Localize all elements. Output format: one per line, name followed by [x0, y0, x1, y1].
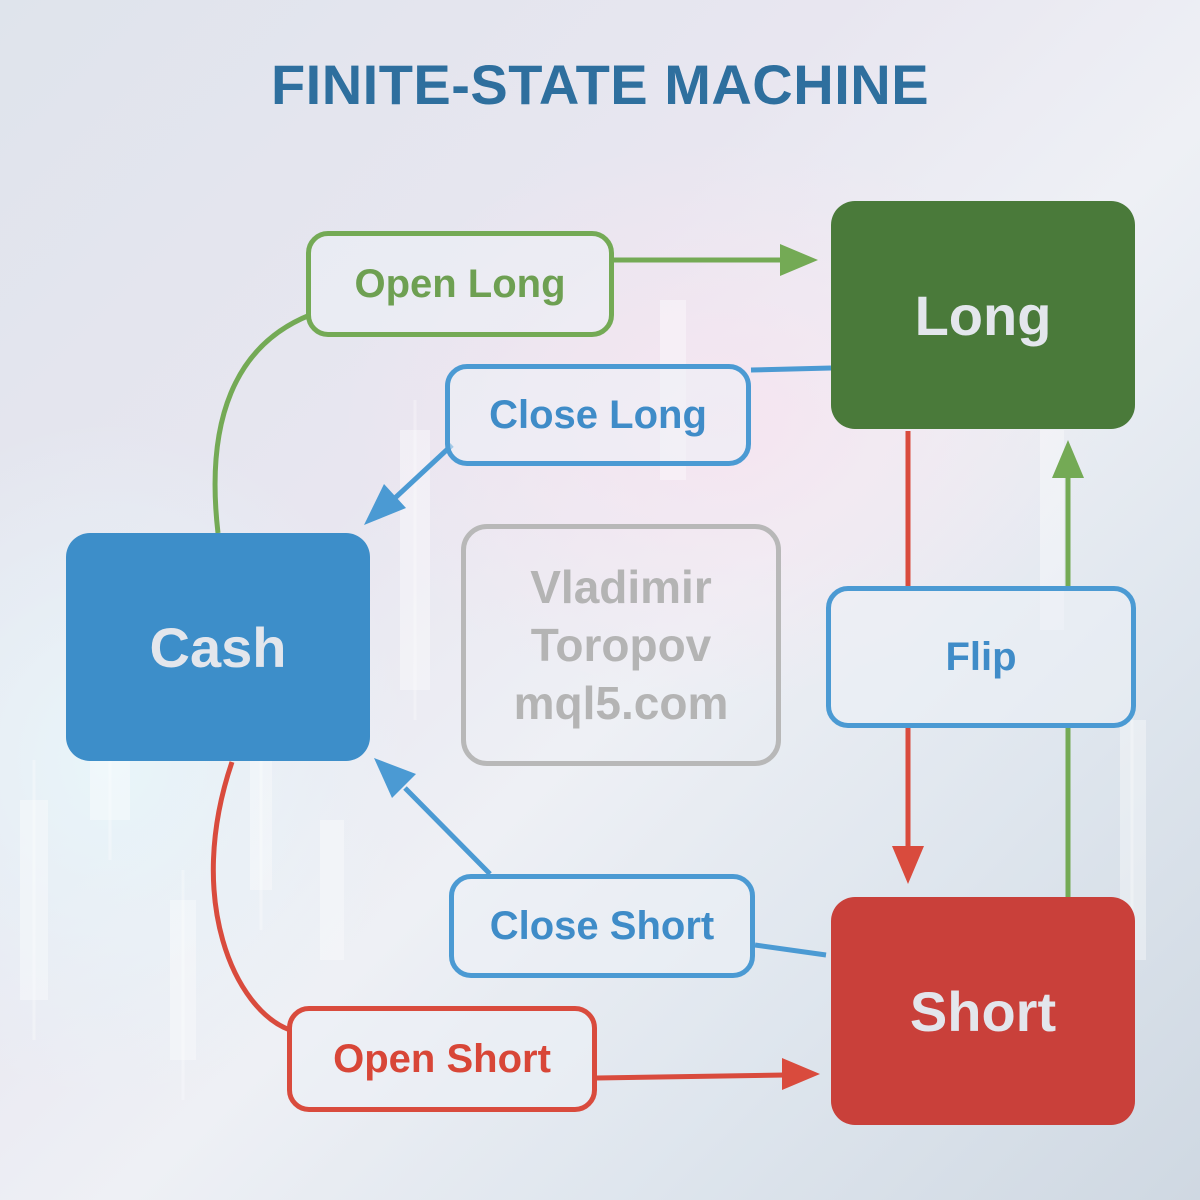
open-long-arrowhead — [780, 244, 818, 276]
watermark-line-1: Vladimir — [530, 561, 712, 613]
close-short-arrow-line — [403, 786, 492, 876]
transition-close-short: Close Short — [449, 874, 755, 978]
transition-open-long-label: Open Long — [354, 261, 566, 306]
transition-open-long: Open Long — [306, 231, 614, 337]
transition-close-long: Close Long — [445, 364, 751, 466]
flip-down-arrowhead — [892, 846, 924, 884]
state-short: Short — [831, 897, 1135, 1125]
close-short-connector — [754, 942, 827, 958]
transition-open-short: Open Short — [287, 1006, 597, 1112]
state-short-label: Short — [909, 979, 1057, 1043]
open-short-arrowhead — [782, 1058, 820, 1090]
watermark-line-3: mql5.com — [513, 677, 729, 729]
close-long-arrowhead — [364, 484, 406, 525]
open-long-connector — [212, 312, 311, 534]
page-title: FINITE-STATE MACHINE — [270, 53, 930, 116]
close-short-arrowhead — [374, 758, 416, 798]
close-long-connector — [750, 365, 832, 373]
transition-close-short-label: Close Short — [489, 903, 715, 948]
transition-flip: Flip — [826, 586, 1136, 728]
watermark-line-2: Toropov — [530, 619, 712, 671]
state-cash-label: Cash — [149, 615, 287, 679]
flip-up-arrowhead — [1052, 440, 1084, 478]
open-short-connector — [210, 761, 291, 1033]
transition-open-short-label: Open Short — [333, 1036, 551, 1081]
watermark: Vladimir Toropov mql5.com — [461, 524, 781, 766]
transition-close-long-label: Close Long — [489, 392, 707, 437]
state-cash: Cash — [66, 533, 370, 761]
state-long: Long — [831, 201, 1135, 429]
open-short-arrow-line — [596, 1072, 786, 1081]
state-long-label: Long — [914, 283, 1052, 347]
close-long-arrow-line — [393, 443, 454, 500]
transition-flip-label: Flip — [945, 634, 1017, 679]
